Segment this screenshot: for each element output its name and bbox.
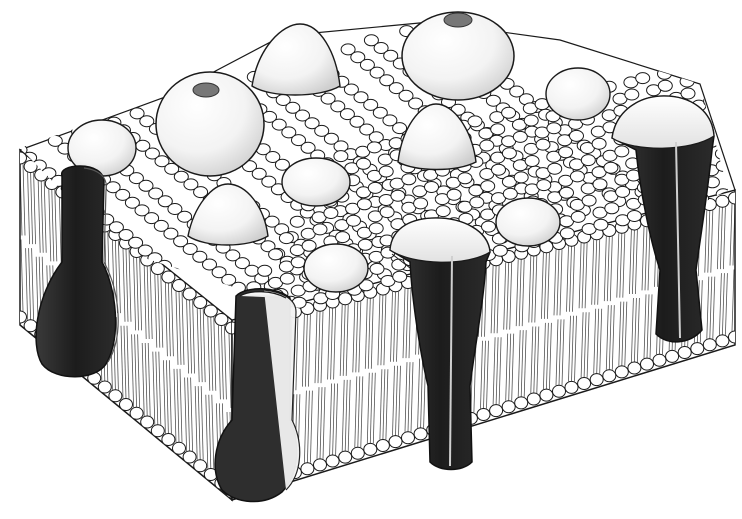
- protein-dome-3: [282, 158, 350, 206]
- protein-sphere-top: [402, 12, 514, 100]
- protein-dome-5: [304, 244, 368, 292]
- protein-dome-4: [496, 198, 560, 246]
- protein-sphere-large: [156, 72, 264, 176]
- protein-dome-2: [546, 68, 610, 120]
